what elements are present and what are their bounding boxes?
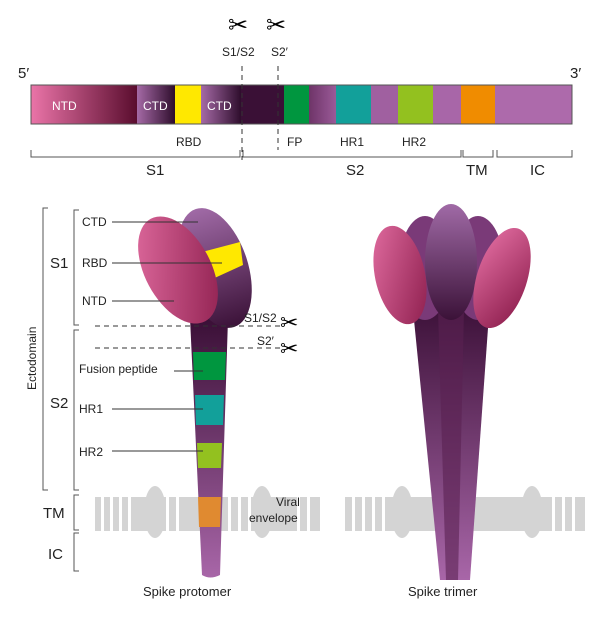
hr1-label: HR1 [340, 135, 364, 149]
segment-tm [461, 85, 495, 124]
trimer-caption: Spike trimer [408, 584, 478, 599]
region-brackets [30, 150, 573, 158]
cleavage-s1s2-label: S1/S2 [222, 45, 255, 59]
segment-linker [309, 85, 336, 124]
hr1-band [195, 395, 224, 425]
scissors-icon: ✂ [228, 12, 248, 39]
protomer-caption: Spike protomer [143, 584, 232, 599]
ctd-label: CTD [207, 99, 232, 113]
cleavage-s2p-label: S2′ [271, 45, 289, 59]
domain-brackets [42, 207, 79, 572]
spike-protomer: Ectodomain S1 S2 TM IC CTD RBD NTD Fusio… [25, 207, 320, 599]
scissors-icon: ✂ [280, 336, 298, 361]
region-s1: S1 [146, 162, 164, 179]
segment-linker [371, 85, 398, 124]
hr1-label: HR1 [79, 402, 103, 416]
fusion-peptide-band [193, 352, 226, 380]
s2-label: S2 [50, 395, 68, 412]
gene-bar: 5′ 3′ NTD CTD CTD RBD FP HR1 HR2 S1 S2 T… [18, 12, 581, 179]
ctd-label: CTD [82, 215, 107, 229]
ntd-label: NTD [82, 294, 107, 308]
s1-label: S1 [50, 255, 68, 272]
scissors-icon: ✂ [266, 12, 286, 39]
fp-label: FP [287, 135, 302, 149]
five-prime-label: 5′ [18, 65, 29, 82]
segment-rbd [175, 85, 201, 124]
cleavage-s1s2-label: S1/S2 [244, 311, 277, 325]
fusion-peptide-label: Fusion peptide [79, 362, 158, 376]
segment-ic [495, 85, 572, 124]
viral-envelope-label-2: envelope [249, 511, 298, 525]
trimer-ntd [473, 227, 531, 329]
tm-label: TM [43, 505, 65, 522]
region-ic: IC [530, 162, 545, 179]
rbd-label: RBD [82, 256, 108, 270]
segment-hr2 [398, 85, 433, 124]
segment-ctd-1 [137, 85, 175, 124]
trimer-head [425, 204, 477, 320]
trimer-ntd [373, 225, 427, 325]
hr2-band [197, 443, 222, 468]
segment-ctd-2 [201, 85, 241, 124]
three-prime-label: 3′ [570, 65, 581, 82]
rbd-label: RBD [176, 135, 202, 149]
cleavage-s2p-label: S2′ [257, 334, 275, 348]
ic-label: IC [48, 546, 63, 563]
region-tm: TM [466, 162, 488, 179]
viral-envelope-label-1: Viral [276, 495, 300, 509]
ntd-domain [138, 216, 218, 324]
tm-band [198, 497, 221, 527]
segment-hr1 [336, 85, 371, 124]
ectodomain-label: Ectodomain [25, 327, 39, 390]
segment-linker [433, 85, 461, 124]
hr2-label: HR2 [402, 135, 426, 149]
segment-fp [284, 85, 309, 124]
ntd-label: NTD [52, 99, 77, 113]
scissors-icon: ✂ [280, 310, 298, 335]
segment-ntd [31, 85, 137, 124]
ctd-label: CTD [143, 99, 168, 113]
hr2-label: HR2 [79, 445, 103, 459]
spike-trimer: Spike trimer [345, 204, 585, 599]
region-s2: S2 [346, 162, 364, 179]
segment-s2-start [241, 85, 284, 124]
